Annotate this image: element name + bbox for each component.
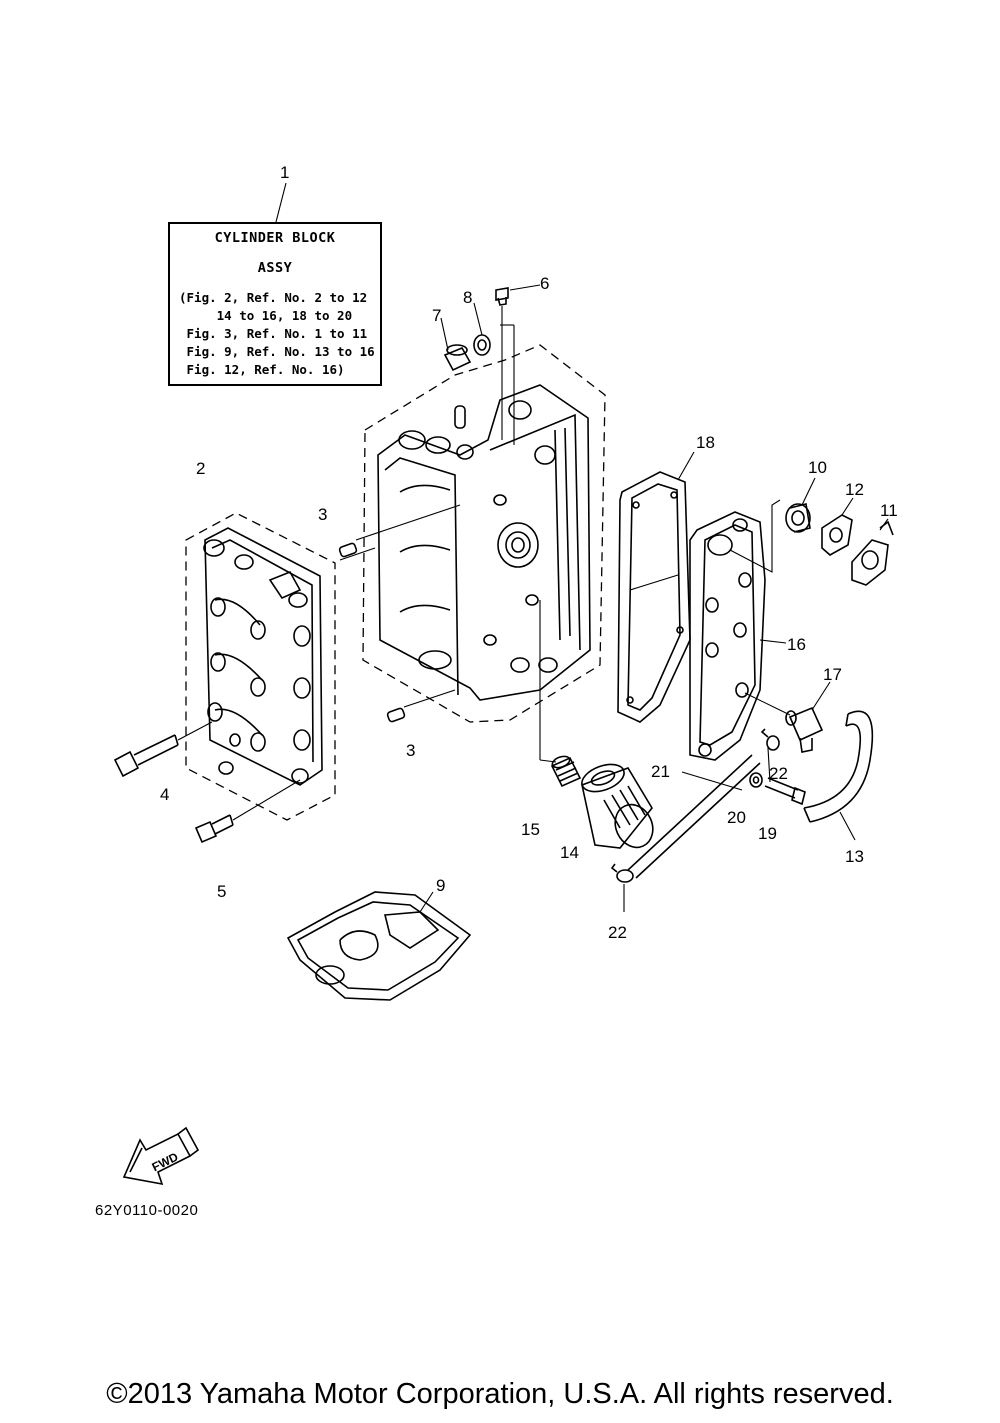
- callout-9: 9: [436, 876, 445, 895]
- bolt-19: [764, 747, 806, 806]
- gasket-18: [617, 451, 695, 723]
- callout-12: 12: [845, 480, 864, 499]
- callout-19: 19: [758, 824, 777, 843]
- callout-15: 15: [521, 820, 540, 839]
- clamp-22-upper: [760, 728, 780, 751]
- callout-14: 14: [560, 843, 579, 862]
- label-line-5: Fig. 12, Ref. No. 16): [179, 362, 345, 377]
- callout-4: 4: [160, 785, 169, 804]
- callout-3b: 3: [406, 741, 415, 760]
- plug-6: [495, 284, 541, 445]
- label-line-4: Fig. 9, Ref. No. 13 to 16: [179, 344, 375, 359]
- callout-5: 5: [217, 882, 226, 901]
- callout-8: 8: [463, 288, 472, 307]
- bolt-5: [194, 779, 301, 844]
- callout-20: 20: [727, 808, 746, 827]
- callout-18: 18: [696, 433, 715, 452]
- hose-13: [803, 710, 874, 841]
- cylinder-block: [362, 344, 606, 723]
- label-line-2: 14 to 16, 18 to 20: [179, 308, 353, 323]
- oil-filter-14: [581, 763, 654, 849]
- label-line-1: (Fig. 2, Ref. No. 2 to 12: [179, 290, 368, 305]
- callout-22a: 22: [769, 764, 788, 783]
- callout-6: 6: [540, 274, 549, 293]
- callout-13: 13: [845, 847, 864, 866]
- callout-10: 10: [808, 458, 827, 477]
- fitting-17: [744, 681, 831, 753]
- washer-20: [749, 772, 763, 788]
- callout-2: 2: [196, 459, 205, 478]
- callout-7: 7: [432, 306, 441, 325]
- plug-7: [440, 317, 472, 372]
- callout-17: 17: [823, 665, 842, 684]
- hose-21: [627, 754, 761, 879]
- diagram-part-number: 62Y0110-0020: [95, 1202, 199, 1219]
- callout-1: 1: [280, 163, 289, 182]
- gasket-12: [821, 497, 854, 556]
- callout-21: 21: [651, 762, 670, 781]
- label-title-line1: CYLINDER BLOCK: [214, 230, 336, 246]
- gasket-9: [286, 891, 472, 1001]
- exhaust-cover-16: [689, 499, 787, 761]
- thermostat-cover-11: [851, 518, 894, 586]
- clamp-22-lower: [610, 863, 634, 912]
- stud-15: [539, 600, 582, 788]
- callout-3a: 3: [318, 505, 327, 524]
- callout-16: 16: [787, 635, 806, 654]
- fwd-arrow-icon: FWD: [122, 1126, 200, 1186]
- fwd-text: FWD: [150, 1150, 181, 1175]
- callout-11: 11: [880, 501, 898, 520]
- thermostat-10: [785, 477, 816, 533]
- bolt-4: [113, 721, 213, 778]
- crankcase: [185, 512, 336, 821]
- label-line-3: Fig. 3, Ref. No. 1 to 11: [179, 326, 368, 341]
- label-title-line2: ASSY: [257, 260, 293, 276]
- washer-8: [473, 302, 491, 356]
- cylinder-block-assy-label: CYLINDER BLOCK ASSY (Fig. 2, Ref. No. 2 …: [168, 222, 382, 386]
- copyright-notice: ©2013 Yamaha Motor Corporation, U.S.A. A…: [106, 1378, 894, 1410]
- callout-22b: 22: [608, 923, 627, 942]
